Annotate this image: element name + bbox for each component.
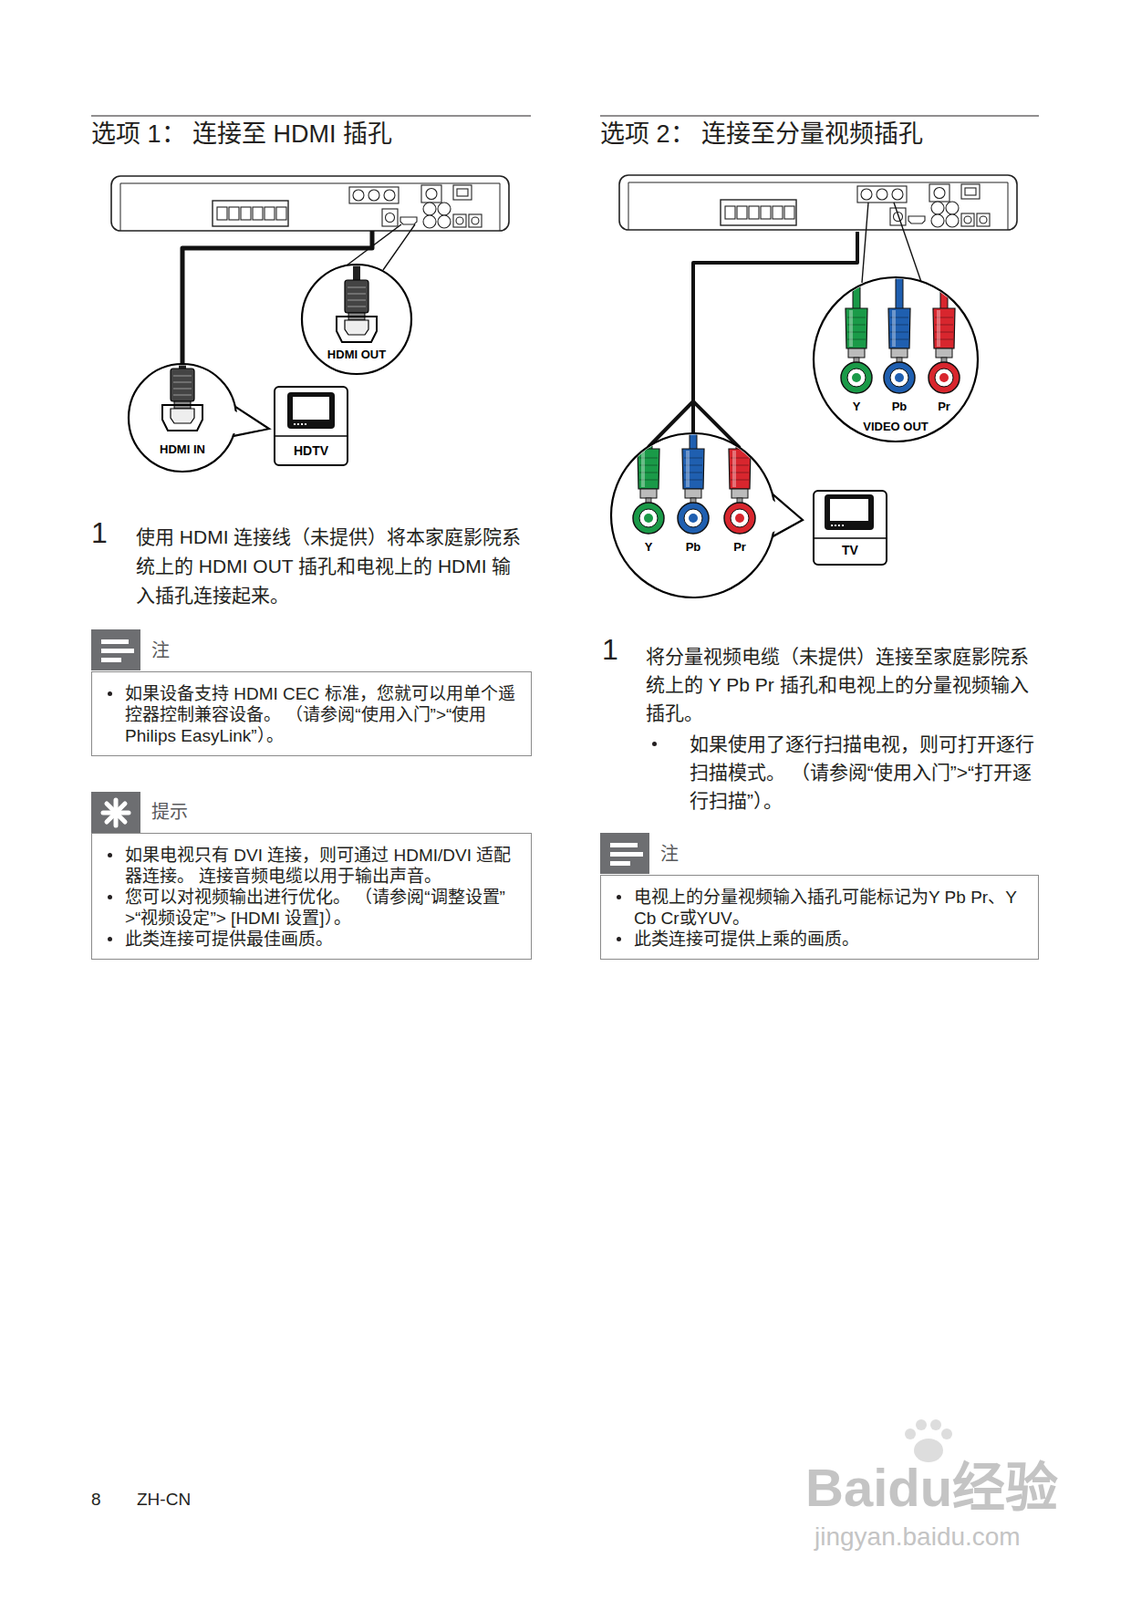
note-bullet: 您可以对视频输出进行优化。 （请参阅“调整设置”>“视频设定”> [HDMI 设… [124, 886, 519, 929]
note-heading: 注 [91, 629, 532, 672]
note-bullet: 此类连接可提供最佳画质。 [124, 928, 519, 950]
jack-label: Pb [892, 400, 908, 413]
tv-box: HDTV [273, 385, 349, 467]
jack-label: Y [644, 540, 654, 553]
callout-bubbles [128, 264, 978, 598]
callout-bubble: HDMI IN [128, 363, 237, 472]
rca-plugs [840, 269, 960, 394]
section-heading: 选项 1： 连接至 HDMI 插孔 [91, 118, 530, 150]
jack-label: Pr [733, 540, 747, 553]
tv-box: TV [812, 489, 888, 566]
section-heading: 选项 2： 连接至分量视频插孔 [600, 118, 1038, 150]
note-bullet: 此类连接可提供上乘的画质。 [633, 928, 1026, 950]
note-box: 注电视上的分量视频输入插孔可能标记为Y Pb Pr、Y Cb Cr或YUV。此类… [600, 832, 1039, 960]
rca-plugs [632, 410, 756, 534]
cables [182, 202, 922, 448]
device-label: HDTV [275, 443, 347, 458]
jack-label: HDMI OUT [327, 348, 386, 361]
note-heading: 注 [600, 832, 1039, 875]
jack-label: Pr [937, 400, 951, 413]
callout-bubble: HDMI OUT [301, 264, 412, 374]
note-frame: 如果电视只有 DVI 连接，则可通过 HDMI/DVI 适配器连接。 连接音频电… [91, 832, 532, 960]
note-bullet: 如果电视只有 DVI 连接，则可通过 HDMI/DVI 适配器连接。 连接音频电… [124, 844, 519, 887]
watermark: Baidu经验 [805, 1455, 1107, 1520]
hdmi-plug [162, 337, 203, 431]
note-heading: 提示 [91, 790, 532, 833]
note-bullet: 电视上的分量视频输入插孔可能标记为Y Pb Pr、Y Cb Cr或YUV。 [633, 886, 1026, 929]
tip-box: 提示如果电视只有 DVI 连接，则可通过 HDMI/DVI 适配器连接。 连接音… [91, 790, 532, 960]
watermark-paw [904, 1419, 953, 1463]
jack-label: Y [852, 400, 862, 413]
note-box: 注如果设备支持 HDMI CEC 标准，您就可以用单个遥控器控制兼容设备。 （请… [91, 629, 532, 757]
hdmi-plug [336, 249, 377, 343]
callout-bubble: Y Pb PrVIDEO OUT [813, 277, 978, 442]
home-theater-unit [111, 176, 509, 231]
note-bullet: 如果设备支持 HDMI CEC 标准，您就可以用单个遥控器控制兼容设备。 （请参… [124, 683, 519, 747]
note-frame: 如果设备支持 HDMI CEC 标准，您就可以用单个遥控器控制兼容设备。 （请参… [91, 671, 532, 757]
page-number: 8 [91, 1488, 128, 1511]
step-text: 使用 HDMI 连接线（未提供）将本家庭影院系统上的 HDMI OUT 插孔和电… [135, 522, 527, 611]
watermark: jingyan.baidu.com [814, 1521, 1107, 1553]
step-subnote: 如果使用了逐行扫描电视，则可打开逐行扫描模式。 （请参阅“使用入门”>“打开逐行… [689, 729, 1040, 815]
step-text: 将分量视频电缆（未提供）连接至家庭影院系统上的 Y Pb Pr 插孔和电视上的分… [645, 642, 1040, 727]
step-number: 1 [91, 514, 119, 551]
heading-rules [91, 114, 1039, 116]
tv-icons [275, 392, 886, 539]
callout-bubble: Y Pb Pr [611, 433, 776, 598]
step-number: 1 [601, 631, 630, 668]
jack-label: VIDEO OUT [862, 420, 929, 433]
device-label: TV [814, 542, 886, 558]
note-icons [91, 629, 650, 874]
home-theater-unit [619, 175, 1017, 230]
jack-label: Pb [685, 540, 702, 553]
jack-label: HDMI IN [159, 443, 206, 456]
language-code: ZH-CN [136, 1488, 219, 1511]
note-frame: 电视上的分量视频输入插孔可能标记为Y Pb Pr、Y Cb Cr或YUV。此类连… [600, 874, 1039, 960]
